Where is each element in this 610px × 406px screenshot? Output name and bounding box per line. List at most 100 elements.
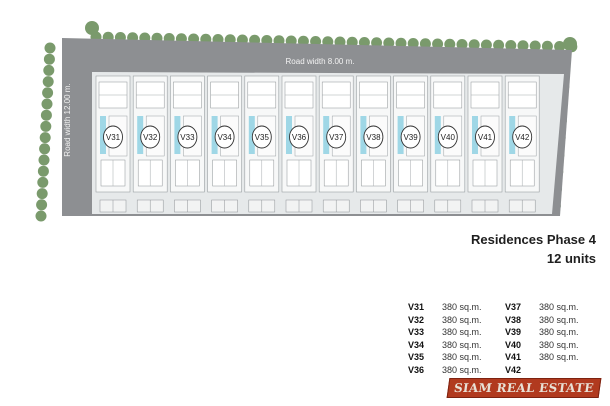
pool (472, 116, 478, 154)
tree (493, 39, 505, 51)
villa-plot: V35 (244, 75, 280, 193)
pool (360, 116, 367, 154)
tree (480, 39, 492, 51)
unit-area: 380 sq.m. (539, 339, 579, 350)
unit-id: V37 (505, 302, 522, 312)
unit-count: 12 units (546, 251, 596, 266)
tree (40, 109, 52, 121)
unit-row: V31 380 sq.m. (408, 302, 482, 312)
unit-area: 380 sq.m. (442, 352, 482, 363)
unit-area: 380 sq.m. (539, 327, 579, 338)
pool (509, 116, 516, 154)
unit-row: V34 380 sq.m. (408, 340, 482, 350)
tree (541, 40, 553, 52)
villa-plot: V40 (430, 75, 466, 193)
villa-label: V42 (515, 133, 530, 142)
tree (37, 165, 49, 177)
villa-label: V34 (217, 133, 232, 142)
unit-id: V38 (505, 314, 522, 325)
tree (456, 39, 468, 50)
unit-area: 380 sq.m. (442, 302, 482, 312)
unit-row: V32 380 sq.m. (408, 315, 482, 325)
villa-plot: V36 (281, 75, 317, 193)
unit-area: 380 sq.m. (442, 314, 482, 325)
tree (529, 40, 541, 52)
pool (434, 116, 441, 154)
tree (41, 98, 53, 110)
villa-plot: V34 (207, 75, 242, 193)
villa-plot: V38 (356, 75, 391, 193)
unit-row: V41 380 sq.m. (505, 352, 579, 362)
villa-label: V35 (255, 133, 270, 142)
tree (468, 39, 480, 51)
pool (137, 116, 144, 154)
unit-area: 380 sq.m. (442, 339, 482, 350)
pool (100, 116, 106, 154)
unit-row: V42 (505, 365, 539, 375)
unit-area: 380 sq.m. (442, 365, 482, 375)
villa-label: V39 (403, 133, 418, 142)
pool (397, 116, 404, 154)
villa-label: V41 (478, 133, 493, 142)
tree (563, 37, 577, 51)
villa-label: V36 (292, 133, 307, 142)
pool (323, 116, 330, 154)
road-left-label: Road width 12.00 m. (63, 83, 72, 156)
villa-label: V37 (329, 133, 344, 142)
unit-row: V37 380 sq.m. (505, 302, 579, 312)
tree (85, 21, 99, 35)
unit-area: 380 sq.m. (539, 352, 579, 363)
unit-id: V31 (408, 302, 425, 312)
villa-plot: V33 (170, 75, 205, 193)
tree (37, 176, 49, 188)
parking-row (99, 199, 536, 213)
unit-row: V38 380 sq.m. (505, 315, 579, 325)
villa-plot: V42 (504, 75, 540, 193)
tree (39, 132, 51, 144)
tree (444, 38, 456, 50)
phase-name: Residences Phase 4 (470, 232, 596, 247)
unit-id: V34 (408, 339, 425, 350)
pool (286, 116, 292, 154)
unit-id: V40 (505, 339, 522, 350)
tree (432, 38, 444, 50)
villa-label: V33 (180, 133, 195, 142)
tree (38, 154, 50, 166)
tree (554, 41, 566, 52)
unit-row: V36 380 sq.m. (408, 365, 482, 375)
villa-label: V38 (366, 133, 381, 142)
villa-plot: V32 (132, 75, 168, 193)
villa-label: V32 (143, 133, 158, 142)
unit-id: V42 (505, 365, 522, 375)
tree (39, 143, 51, 155)
unit-id: V32 (408, 314, 425, 325)
unit-area: 380 sq.m. (539, 302, 579, 312)
tree (43, 64, 55, 76)
villa-plot: V37 (318, 75, 354, 193)
unit-id: V41 (505, 352, 522, 363)
unit-id: V33 (408, 327, 425, 338)
villa-label: V40 (441, 133, 456, 142)
villa-label: V31 (106, 133, 121, 142)
tree (36, 188, 48, 200)
tree (44, 42, 56, 54)
tree (517, 40, 529, 52)
tree (505, 40, 517, 51)
tree (43, 53, 55, 65)
pool (211, 116, 218, 154)
villa-plot: V31 (95, 75, 131, 193)
unit-row: V40 380 sq.m. (505, 340, 579, 350)
unit-id: V36 (408, 365, 425, 375)
phase-title: Residences Phase 4 12 units (471, 232, 596, 266)
brand-logo: SIAM REAL ESTATE (446, 378, 602, 398)
unit-area: 380 sq.m. (539, 314, 579, 325)
tree (42, 87, 54, 99)
pool (174, 116, 181, 154)
tree (42, 76, 54, 88)
villa-plot: V39 (393, 75, 428, 193)
pool (248, 116, 255, 154)
villa-plots: V31 V32 V33 V34 V35 V36 V37 V38 V39 V40 V41 V42 (95, 75, 540, 193)
